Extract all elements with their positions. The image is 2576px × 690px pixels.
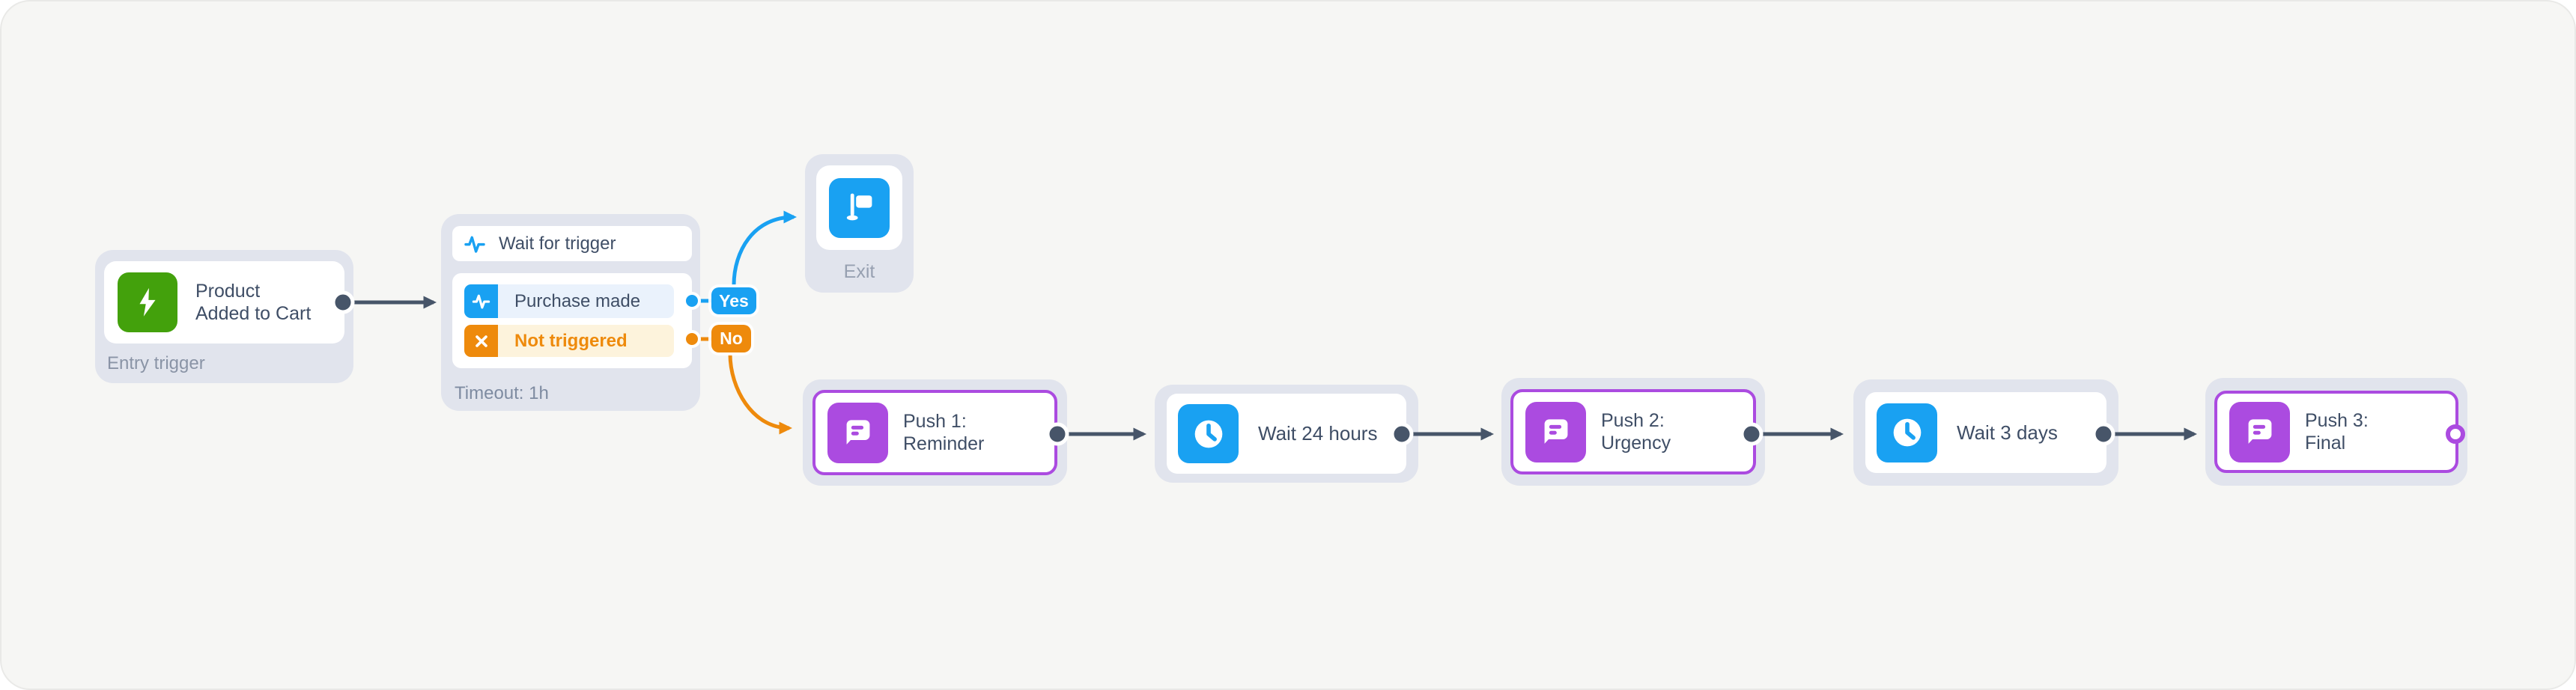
node-wait-24-hours[interactable]: Wait 24 hours (1155, 385, 1418, 483)
wait-for-trigger-title: Wait for trigger (499, 233, 616, 254)
node-title-line: Added to Cart (195, 303, 312, 324)
push-3-card[interactable]: Push 3: Final (2214, 391, 2458, 473)
badge-yes[interactable]: Yes (711, 287, 756, 314)
push-1-card[interactable]: Push 1: Reminder (812, 390, 1057, 475)
push-2-card[interactable]: Push 2: Urgency (1510, 389, 1756, 474)
wait-24-hours-card[interactable]: Wait 24 hours (1167, 394, 1406, 474)
flag-icon (829, 177, 890, 238)
node-title: Push 3: Final (2305, 409, 2369, 454)
exit-card[interactable] (816, 165, 902, 250)
branch-label: Not triggered (514, 330, 628, 351)
badge-no[interactable]: No (711, 325, 751, 352)
wait-branches-card: Purchase made Not triggered (452, 273, 692, 368)
pulse-icon (464, 284, 498, 318)
entry-trigger-caption: Entry trigger (107, 353, 205, 373)
wait-for-trigger-header[interactable]: Wait for trigger (452, 226, 692, 261)
node-entry-trigger[interactable]: Product Added to Cart Entry trigger (95, 250, 353, 383)
edge-no-to-push1 (728, 353, 792, 435)
node-push-1[interactable]: Push 1: Reminder (803, 379, 1067, 486)
exit-label: Exit (843, 261, 875, 282)
chat-bubble-icon (2229, 401, 2290, 462)
clock-icon (1178, 404, 1239, 463)
node-wait-for-trigger[interactable]: Wait for trigger Purchase made Not trigg… (441, 214, 700, 411)
node-title-line: Reminder (903, 433, 985, 454)
chat-bubble-icon (1525, 401, 1586, 462)
entry-trigger-card[interactable]: Product Added to Cart (104, 261, 344, 344)
node-title-line: Push 2: (1601, 410, 1665, 431)
branch-purchase-made[interactable]: Purchase made (464, 284, 674, 318)
lightning-icon (118, 272, 177, 332)
node-title: Push 1: Reminder (903, 410, 984, 455)
node-push-2[interactable]: Push 2: Urgency (1501, 378, 1765, 486)
node-title-line: Product (195, 281, 261, 302)
node-push-3[interactable]: Push 3: Final (2205, 378, 2467, 486)
node-wait-3-days[interactable]: Wait 3 days (1853, 379, 2118, 486)
timeout-label: Timeout: 1h (455, 383, 549, 403)
clock-icon (1877, 403, 1937, 462)
node-title-line: Push 3: (2305, 410, 2369, 431)
wait-3-days-card[interactable]: Wait 3 days (1865, 392, 2106, 473)
node-title-line: Urgency (1601, 433, 1671, 454)
node-title: Push 2: Urgency (1601, 409, 1671, 454)
pulse-icon (463, 232, 487, 256)
node-title: Wait 24 hours (1258, 422, 1378, 445)
node-exit[interactable]: Exit (805, 154, 914, 293)
node-title: Product Added to Cart (195, 280, 311, 325)
node-title: Wait 3 days (1957, 421, 2058, 444)
node-title-line: Final (2305, 433, 2346, 454)
chat-bubble-icon (827, 402, 888, 463)
node-title-line: Push 1: (903, 411, 967, 432)
x-icon (464, 325, 498, 357)
branch-label: Purchase made (514, 290, 641, 311)
branch-not-triggered[interactable]: Not triggered (464, 325, 674, 357)
edge-yes-to-exit (732, 210, 797, 286)
